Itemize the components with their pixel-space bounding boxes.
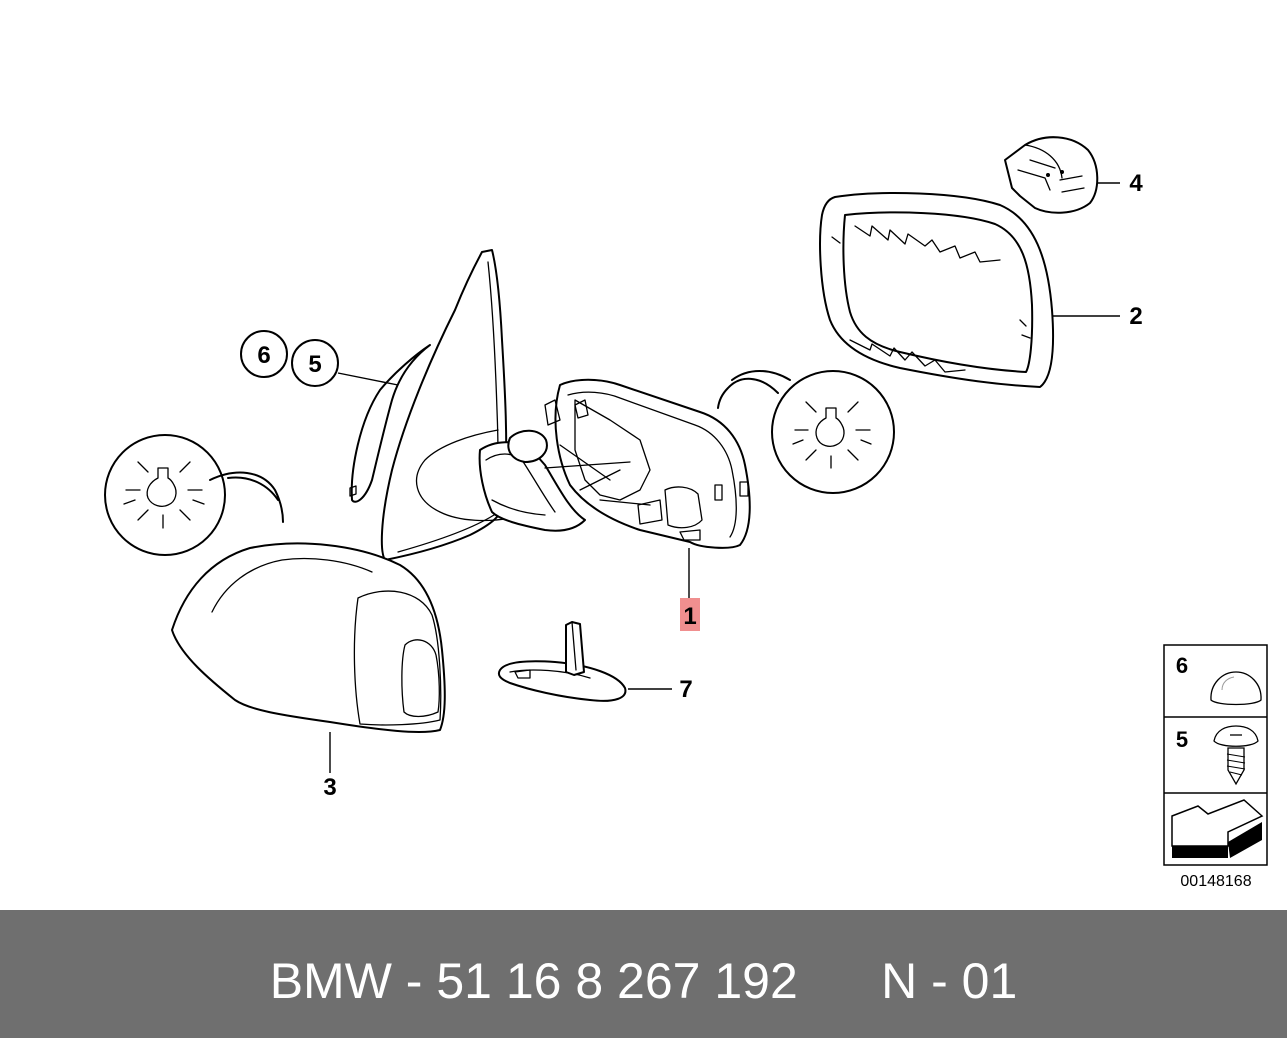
lamp-detail-right <box>717 370 895 494</box>
callout-6-label: 6 <box>257 342 270 369</box>
legend-row-6[interactable]: 6 <box>1176 653 1262 706</box>
callout-5[interactable]: 5 <box>291 339 339 387</box>
cap-nut-icon <box>1210 671 1262 706</box>
footer-bar: BMW - 51 16 8 267 192 N - 01 <box>0 910 1287 1038</box>
legend-box: 6 5 00148168 <box>1163 644 1268 890</box>
part-4-motor[interactable] <box>1004 136 1099 214</box>
direction-arrow-icon <box>1171 799 1264 858</box>
callout-6-circle <box>240 330 288 378</box>
part-7-cover-plate[interactable] <box>497 621 627 702</box>
code-text: N - 01 <box>881 953 1018 1009</box>
callout-4-label: 4 <box>1129 170 1143 197</box>
callout-2-label: 2 <box>1129 303 1142 330</box>
part-3-mirror-cap[interactable] <box>171 542 446 734</box>
screw-icon <box>1213 725 1259 786</box>
callout-2[interactable]: 2 <box>1129 303 1142 330</box>
part-2-mirror-frame[interactable] <box>819 192 1055 388</box>
part-1-mirror-assembly[interactable] <box>478 378 751 549</box>
callout-4[interactable]: 4 <box>1129 170 1143 197</box>
mirror-base-bracket[interactable] <box>349 249 511 561</box>
callout-1-highlight <box>680 598 700 631</box>
callout-6[interactable]: 6 <box>240 330 288 378</box>
legend-row-6-label: 6 <box>1176 653 1188 678</box>
lamp-detail-left <box>104 434 284 556</box>
callout-7[interactable]: 7 <box>679 676 692 703</box>
footer-spacer <box>798 953 881 1009</box>
parts-diagram: 1 2 3 4 5 6 7 6 5 <box>104 136 1268 890</box>
legend-row-5[interactable]: 5 <box>1176 725 1259 786</box>
callout-3-label: 3 <box>323 774 336 801</box>
callout-7-label: 7 <box>679 676 692 703</box>
diagram-number: 00148168 <box>1180 873 1251 890</box>
callout-1[interactable]: 1 <box>680 598 700 631</box>
legend-row-arrow[interactable] <box>1171 799 1264 858</box>
callout-3[interactable]: 3 <box>323 774 336 801</box>
legend-row-5-label: 5 <box>1176 727 1188 752</box>
callout-1-label: 1 <box>683 603 696 630</box>
footer-caption: BMW - 51 16 8 267 192 N - 01 <box>0 910 1287 1038</box>
callout-5-label: 5 <box>308 351 321 378</box>
callout-5-circle <box>291 339 339 387</box>
part-number-text: BMW - 51 16 8 267 192 <box>269 953 798 1009</box>
leader-lines <box>329 182 1120 773</box>
